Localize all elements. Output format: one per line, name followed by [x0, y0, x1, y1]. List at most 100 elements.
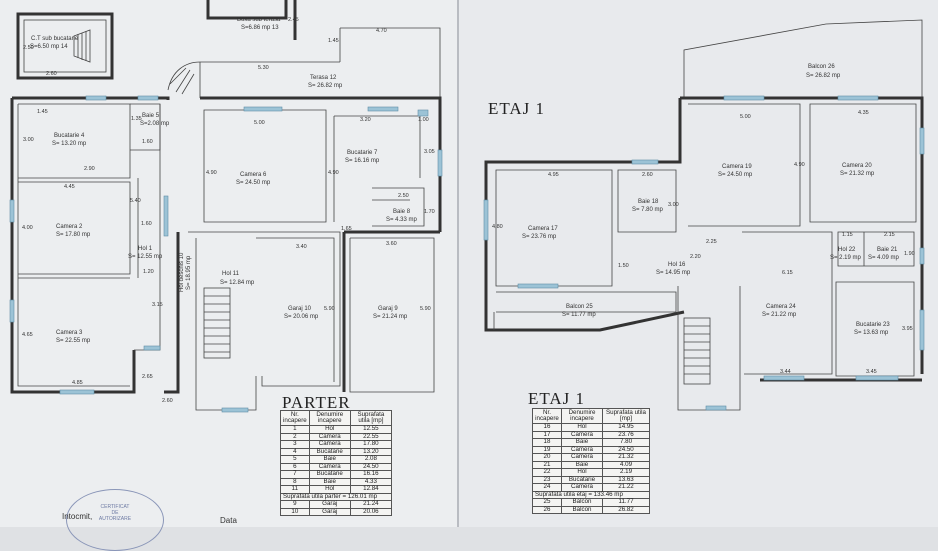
svg-text:2.65: 2.65 [142, 374, 153, 380]
svg-text:S= 13.63 mp: S= 13.63 mp [854, 330, 889, 336]
label-hol-16: Hol 16 [668, 262, 686, 268]
svg-text:S=6.86 mp 13: S=6.86 mp 13 [241, 25, 279, 31]
cell-area: 21.24 [349, 500, 393, 509]
cell-name: Hol [561, 423, 603, 432]
cell-nr: 10 [280, 507, 310, 516]
cell-area: 21.32 [602, 453, 650, 462]
label-garaj-9: Garaj 9 [378, 306, 398, 312]
label-baie-18: Baie 18 [638, 199, 659, 205]
cell-nr: 1 [280, 425, 310, 434]
cell-name: Garaj [308, 507, 351, 516]
cell-nr: 9 [280, 500, 310, 509]
svg-text:2.90: 2.90 [84, 166, 95, 172]
svg-text:S= 22.55 mp: S= 22.55 mp [56, 338, 91, 344]
parter-title: PARTER [282, 393, 351, 412]
svg-text:2.60: 2.60 [46, 71, 57, 77]
svg-text:1.50: 1.50 [618, 263, 629, 269]
etaj-col-area: Suprafata utila [mp] [602, 408, 650, 424]
cell-area: 2.19 [602, 468, 650, 477]
svg-text:S= 4.33 mp: S= 4.33 mp [386, 217, 418, 223]
svg-text:S= 26.82 mp: S= 26.82 mp [806, 73, 841, 79]
parter-area-table: Nr. incapere Denumire incapere Suprafata… [280, 410, 393, 516]
label-camera-20: Camera 20 [842, 163, 872, 169]
cell-name: Camera [308, 440, 351, 449]
svg-text:4.85: 4.85 [72, 380, 83, 386]
svg-text:S= 23.76 mp: S= 23.76 mp [522, 234, 557, 240]
label-camera-2: Camera 2 [56, 224, 83, 230]
cell-area: 11.77 [602, 498, 650, 507]
svg-text:1.45: 1.45 [328, 38, 339, 44]
svg-text:1.60: 1.60 [142, 139, 153, 145]
etaj-staircase [683, 317, 711, 385]
svg-text:S= 14.95 mp: S= 14.95 mp [656, 270, 691, 276]
terrace-stair [167, 61, 201, 95]
etaj-area-table: Nr. incapere Denumire incapere Suprafata… [532, 408, 650, 514]
svg-text:2.45: 2.45 [288, 17, 299, 23]
label-hol-11: Hol 11 [222, 271, 240, 277]
cell-name: Balcon [561, 498, 603, 507]
cell-name: Hol [308, 425, 351, 434]
svg-text:4.70: 4.70 [376, 28, 387, 34]
parter-col-nr: Nr. incapere [280, 410, 310, 426]
svg-text:S= 11.77 mp: S= 11.77 mp [562, 312, 596, 318]
svg-text:2.60: 2.60 [642, 172, 653, 178]
svg-text:5.00: 5.00 [740, 114, 751, 120]
svg-text:3.00: 3.00 [668, 202, 679, 208]
svg-text:2.20: 2.20 [690, 254, 701, 260]
label-camera-19: Camera 19 [722, 164, 752, 170]
ct-room-outline [16, 12, 114, 80]
label-hol-1: Hol 1 [138, 246, 153, 252]
svg-text:S= 21.32 mp: S= 21.32 mp [840, 171, 875, 177]
cell-nr: 18 [532, 438, 562, 447]
label-hol-deschis: Hol deschis 10 [179, 252, 185, 292]
svg-text:S= 21.22 mp: S= 21.22 mp [762, 312, 797, 318]
svg-text:1.35: 1.35 [131, 116, 142, 122]
cell-area: 7.80 [602, 438, 650, 447]
svg-text:2.60: 2.60 [162, 398, 173, 404]
parter-dimensions: 2.50 2.60 2.45 4.70 1.45 5.30 1.45 1.35 … [22, 17, 435, 404]
cell-name: Bucatarie [308, 470, 351, 479]
svg-text:3.45: 3.45 [866, 369, 877, 375]
svg-text:4.80: 4.80 [492, 224, 503, 230]
parter-col-name: Denumire incapere [308, 410, 351, 426]
svg-text:5.40: 5.40 [130, 198, 141, 204]
etaj-title: ETAJ 1 [528, 389, 585, 408]
svg-text:4.45: 4.45 [64, 184, 75, 190]
etaj-plan [483, 19, 925, 411]
svg-text:2.15: 2.15 [884, 232, 895, 238]
svg-text:1.45: 1.45 [37, 109, 48, 115]
svg-text:1.20: 1.20 [143, 269, 154, 275]
label-camera-6: Camera 6 [240, 172, 267, 178]
svg-text:3.15: 3.15 [152, 302, 163, 308]
cell-area: 2.08 [349, 455, 393, 464]
svg-text:4.90: 4.90 [794, 162, 805, 168]
cell-nr: 22 [532, 468, 562, 477]
svg-text:S= 4.09 mp: S= 4.09 mp [868, 255, 900, 261]
svg-text:S= 24.50 mp: S= 24.50 mp [718, 172, 753, 178]
label-bucatarie-4: Bucatarie 4 [54, 133, 85, 139]
parter-staircase [203, 287, 231, 359]
svg-text:S= 18.95 mp: S= 18.95 mp [186, 255, 192, 290]
svg-text:5.30: 5.30 [258, 65, 269, 71]
label-balcon-26: Balcon 26 [808, 64, 835, 70]
svg-text:2.25: 2.25 [706, 239, 717, 245]
svg-text:S= 12.55 mp: S= 12.55 mp [128, 254, 163, 260]
cell-name: Balcon [561, 505, 603, 514]
cell-name: Garaj [308, 500, 351, 509]
label-ct: C.T sub bucatarie [31, 36, 79, 42]
cell-name: Baie [308, 455, 351, 464]
svg-text:S= 24.50 mp: S= 24.50 mp [236, 180, 271, 186]
svg-text:4.90: 4.90 [206, 170, 217, 176]
right-page [458, 0, 938, 527]
label-camera-24: Camera 24 [766, 304, 796, 310]
svg-text:S= 20.06 mp: S= 20.06 mp [284, 314, 319, 320]
svg-text:S= 16.16 mp: S= 16.16 mp [345, 158, 380, 164]
svg-text:2.50: 2.50 [398, 193, 409, 199]
cell-nr: 20 [532, 453, 562, 462]
